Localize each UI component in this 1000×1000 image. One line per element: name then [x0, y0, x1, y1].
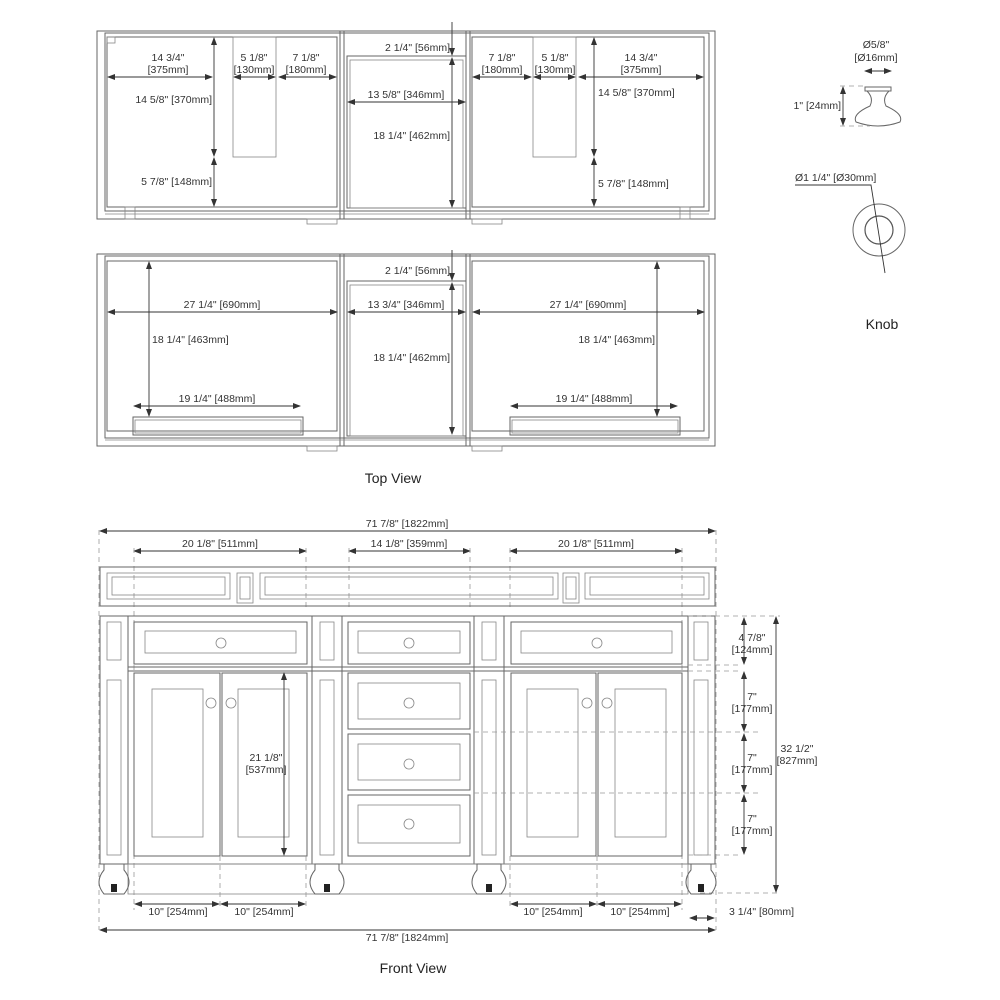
dim-center-depth: 18 1/4" [462mm] — [373, 130, 450, 142]
dim-door-spacing-3: 10" [254mm] — [523, 906, 582, 918]
knob-height: 1" [24mm] — [794, 100, 842, 112]
dim-right-depth: 18 1/4" [463mm] — [578, 334, 655, 346]
dim-slot-width-mm: [130mm] — [234, 64, 275, 76]
dim-door-spacing-1: 10" [254mm] — [148, 906, 207, 918]
dim-left-width: 27 1/4" [690mm] — [184, 299, 261, 311]
dim-door-spacing-4: 10" [254mm] — [610, 906, 669, 918]
front-view-title: Front View — [380, 960, 448, 976]
dim-door-height-mm: [537mm] — [246, 764, 287, 776]
dim-drawer-3-height: 7" — [747, 813, 757, 825]
dim-center-top-gap: 2 1/4" [56mm] — [385, 265, 450, 277]
leg-icons — [98, 863, 717, 895]
dim-left-width-mm: [375mm] — [148, 64, 189, 76]
dim-left-width: 14 3/4" — [152, 52, 185, 64]
dim-drawer-2-height: 7" — [747, 752, 757, 764]
dim-top-drawer-height: 4 7/8" — [738, 632, 765, 644]
dim-overall-top-width: 71 7/8" [1822mm] — [366, 518, 449, 530]
dim-leg-offset: 3 1/4" [80mm] — [729, 906, 794, 918]
dim-drawer-1-height: 7" — [747, 691, 757, 703]
dim-center-depth: 18 1/4" [462mm] — [373, 352, 450, 364]
dim-right-inner-width-mm: [180mm] — [482, 64, 523, 76]
dim-right-width-mm: [375mm] — [621, 64, 662, 76]
knob-title: Knob — [866, 316, 899, 332]
dim-right-bottom-depth: 5 7/8" [148mm] — [598, 178, 669, 190]
dim-center-width: 14 1/8" [359mm] — [371, 538, 448, 550]
dim-door-height: 21 1/8" — [250, 752, 283, 764]
dim-right-slot-width: 5 1/8" — [541, 52, 568, 64]
dim-left-drawer-width: 19 1/4" [488mm] — [179, 393, 256, 405]
top-view-title: Top View — [365, 470, 422, 486]
dim-left-depth: 18 1/4" [463mm] — [152, 334, 229, 346]
dim-inner-width-mm: [180mm] — [286, 64, 327, 76]
dim-door-spacing-2: 10" [254mm] — [234, 906, 293, 918]
knob-face-diameter: Ø1 1/4" [Ø30mm] — [795, 172, 876, 184]
knob-drawing: Ø5/8" [Ø16mm] 1" [24mm] Ø1 1/4" [Ø30mm] — [794, 39, 906, 274]
dim-right-width: 14 3/4" — [625, 52, 658, 64]
dim-right-sink-width: 20 1/8" [511mm] — [558, 538, 634, 550]
dim-overall-height: 32 1/2" — [781, 743, 814, 755]
dim-left-depth: 14 5/8" [370mm] — [135, 94, 212, 106]
knob-stem-diameter: Ø5/8" — [863, 39, 890, 51]
dim-slot-width: 5 1/8" — [240, 52, 267, 64]
dim-left-bottom-depth: 5 7/8" [148mm] — [141, 176, 212, 188]
dim-center-top-gap: 2 1/4" [56mm] — [385, 42, 450, 54]
dim-drawer-2-height-mm: [177mm] — [732, 764, 773, 776]
top-view-lower: 27 1/4" [690mm] 18 1/4" [463mm] 19 1/4" … — [96, 250, 716, 452]
dim-top-drawer-height-mm: [124mm] — [732, 644, 773, 656]
dim-right-width: 27 1/4" [690mm] — [550, 299, 627, 311]
dim-right-depth: 14 5/8" [370mm] — [598, 87, 675, 99]
dim-right-slot-width-mm: [130mm] — [535, 64, 576, 76]
dim-overall-bottom-width: 71 7/8" [1824mm] — [366, 932, 449, 944]
dim-drawer-3-height-mm: [177mm] — [732, 825, 773, 837]
dim-inner-width: 7 1/8" — [292, 52, 319, 64]
dim-overall-height-mm: [827mm] — [777, 755, 818, 767]
dim-right-inner-width: 7 1/8" — [488, 52, 515, 64]
front-view: 71 7/8" [1822mm] 20 1/8" [511mm] 14 1/8"… — [98, 518, 818, 944]
top-view-upper: 14 3/4" [375mm] 5 1/8" [130mm] 7 1/8" [1… — [96, 22, 716, 225]
dim-center-width: 13 5/8" [346mm] — [368, 89, 445, 101]
dim-center-width: 13 3/4" [346mm] — [368, 299, 445, 311]
dim-left-sink-width: 20 1/8" [511mm] — [182, 538, 258, 550]
dim-right-drawer-width: 19 1/4" [488mm] — [556, 393, 633, 405]
knob-stem-diameter-mm: [Ø16mm] — [854, 52, 897, 64]
dim-drawer-1-height-mm: [177mm] — [732, 703, 773, 715]
